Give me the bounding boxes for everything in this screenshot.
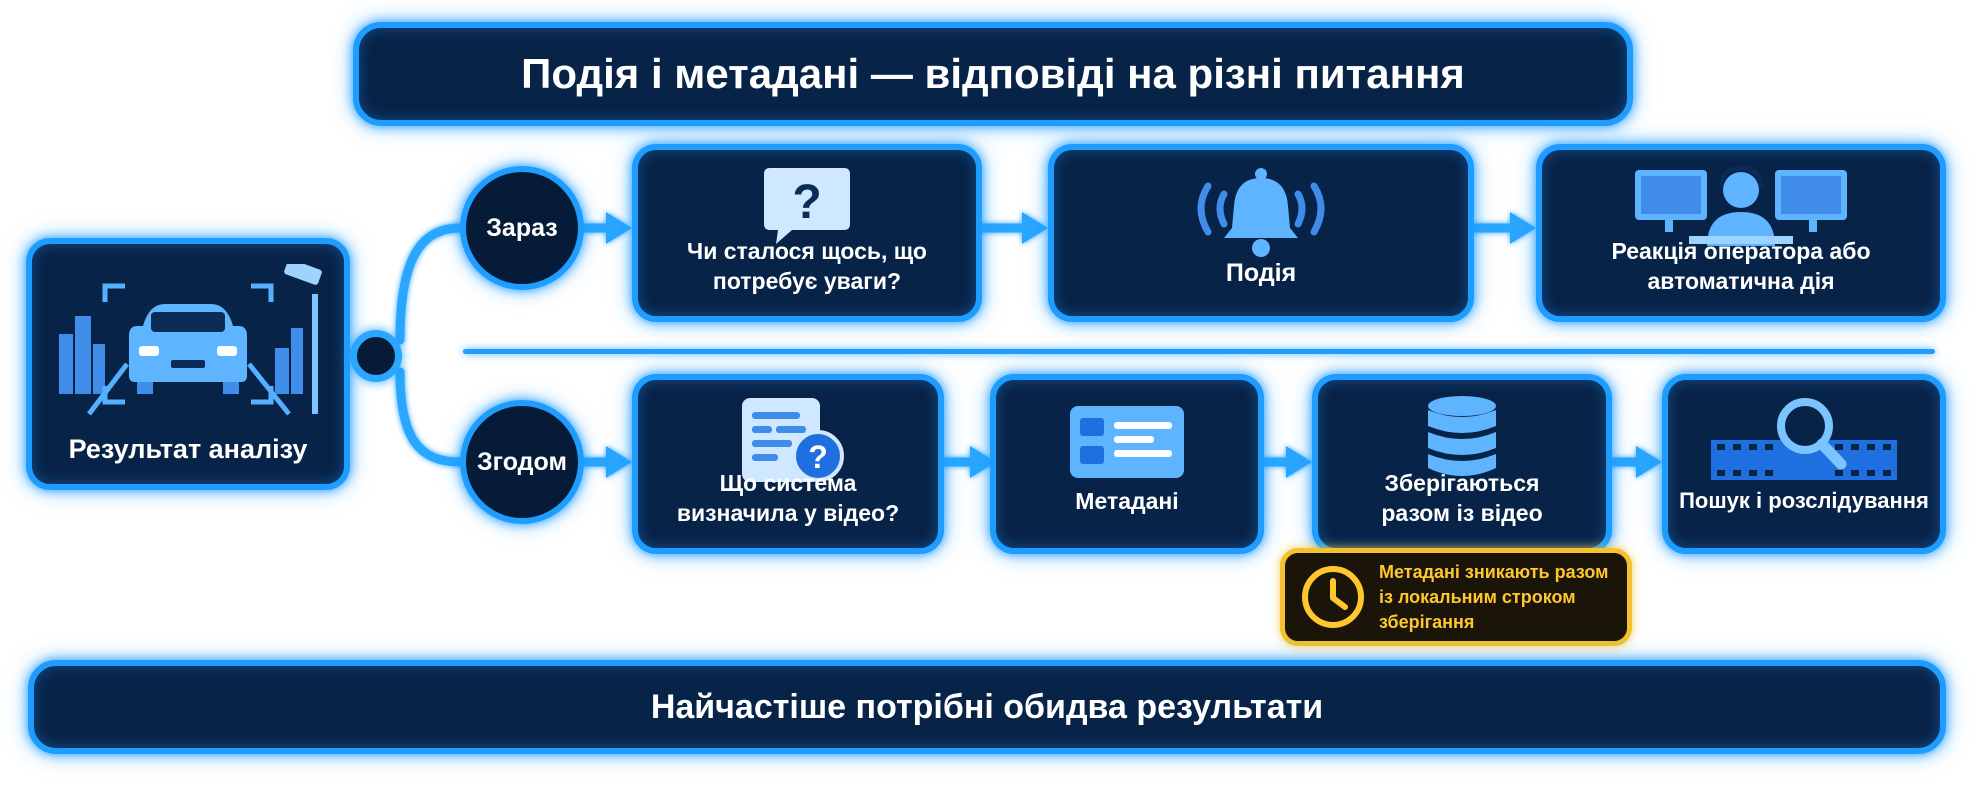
now-step-reaction-label: Реакція оператора або автоматична дія xyxy=(1611,238,1871,294)
clock-icon xyxy=(1302,566,1364,628)
branch-later-circle: Згодом xyxy=(460,400,584,524)
later-step-search-label: Пошук і розслідування xyxy=(1679,488,1929,513)
now-step-reaction: Реакція оператора або автоматична дія xyxy=(1536,144,1946,322)
arrowhead xyxy=(1022,212,1048,244)
later-step-metadata-label: Метадані xyxy=(1075,488,1179,514)
source-node-label: Результат аналізу xyxy=(68,434,308,464)
svg-text:?: ? xyxy=(792,176,821,229)
arrowhead xyxy=(1510,212,1536,244)
now-step-question-label: Чи сталося щось, що потребує уваги? xyxy=(687,238,927,294)
later-step-stored: Зберігаються разом із відео xyxy=(1312,374,1612,554)
branch-now-circle: Зараз xyxy=(460,166,584,290)
film-search-icon xyxy=(1711,398,1897,480)
page-title: Подія і метадані — відповіді на різні пи… xyxy=(353,22,1633,126)
branch-now-line xyxy=(395,223,465,345)
branch-junction xyxy=(350,330,402,382)
source-node: Результат аналізу xyxy=(26,238,350,490)
svg-text:?: ? xyxy=(808,439,828,475)
arrowhead xyxy=(606,446,632,478)
question-bubble-icon: ? xyxy=(764,168,850,244)
now-step-event: Подія xyxy=(1048,144,1474,322)
later-step-metadata: Метадані xyxy=(990,374,1264,554)
now-step-question: ? Чи сталося щось, що потребує уваги? xyxy=(632,144,982,322)
database-icon xyxy=(1428,396,1496,476)
later-step-stored-label: Зберігаються разом із відео xyxy=(1381,470,1543,526)
footer-banner: Найчастіше потрібні обидва результати xyxy=(28,660,1946,754)
retention-note-text: Метадані зникають разом із локальним стр… xyxy=(1379,561,1609,632)
arrowhead xyxy=(1286,446,1312,478)
branch-later-line xyxy=(395,367,465,467)
later-step-question: ? Що система визначила у відео? xyxy=(632,374,944,554)
operator-monitors-icon xyxy=(1635,166,1847,246)
document-question-icon: ? xyxy=(742,398,844,482)
arrowhead xyxy=(970,446,996,478)
camera-car-detection-icon xyxy=(59,264,322,416)
arrowhead xyxy=(1636,446,1662,478)
arrowhead xyxy=(606,212,632,244)
now-step-event-label: Подія xyxy=(1225,259,1297,287)
metadata-card-icon xyxy=(1070,406,1184,478)
bell-alert-icon xyxy=(1197,168,1325,257)
later-step-question-label: Що система визначила у відео? xyxy=(676,470,900,526)
later-step-search: Пошук і розслідування xyxy=(1662,374,1946,554)
retention-note: Метадані зникають разом із локальним стр… xyxy=(1280,548,1632,646)
section-divider xyxy=(463,349,1935,354)
